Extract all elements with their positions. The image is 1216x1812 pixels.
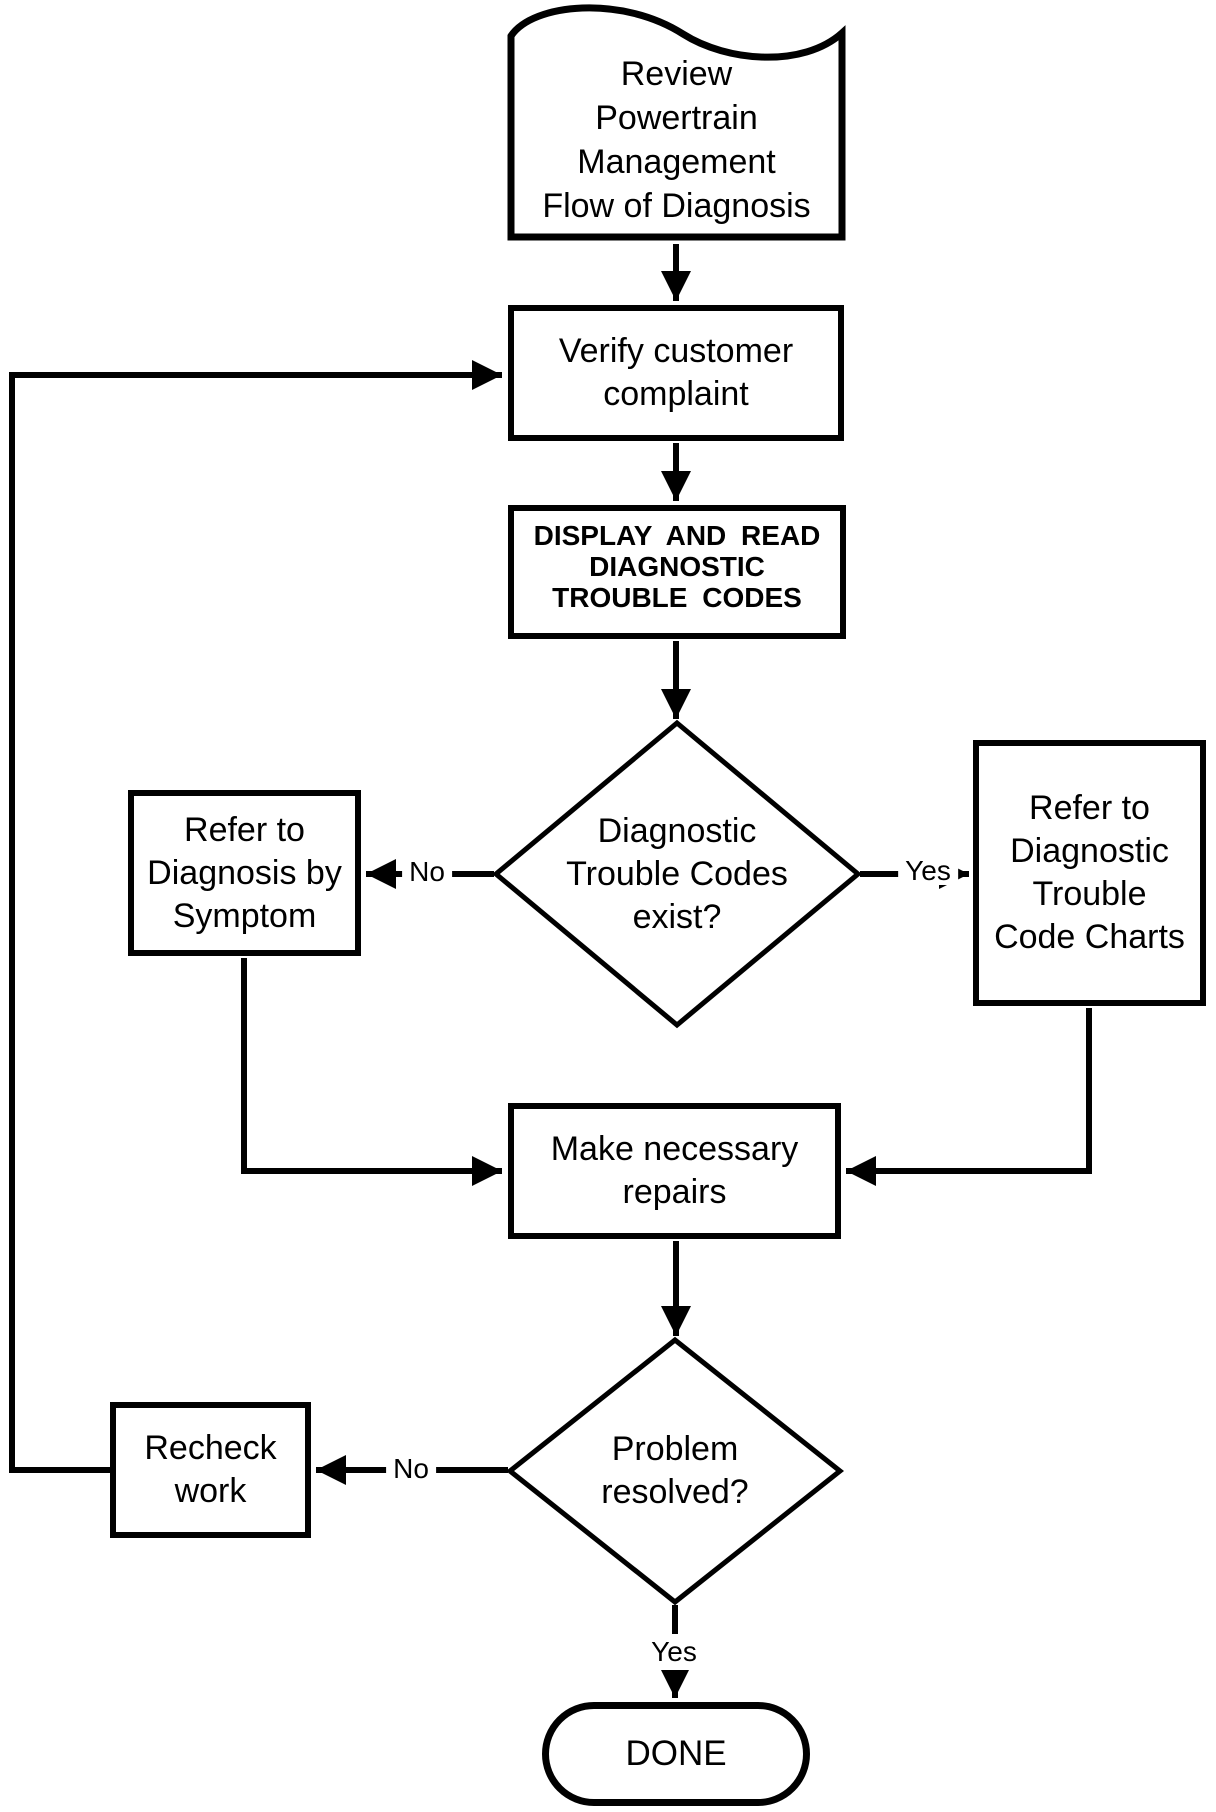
edge-label-codes-exist-no: No: [402, 858, 452, 886]
node-problem-resolved-label: Problem resolved?: [601, 1430, 749, 1511]
node-start-document-label: Review Powertrain Management Flow of Dia…: [542, 55, 811, 225]
decision-diamond-codes-exist: [492, 719, 862, 1029]
edge-label-resolved-no: No: [386, 1455, 436, 1483]
arrow-recheck-loop-to-verify: [9, 360, 502, 1473]
node-trouble-code-charts: Refer to Diagnostic Trouble Code Charts: [973, 740, 1206, 1006]
node-make-repairs: Make necessary repairs: [508, 1103, 841, 1239]
arrow-symptom-to-repairs: [241, 958, 502, 1186]
node-diagnosis-by-symptom: Refer to Diagnosis by Symptom: [128, 790, 361, 956]
decision-diamond-problem-resolved: [505, 1336, 845, 1606]
arrow-charts-to-repairs: [846, 1008, 1092, 1186]
node-done: DONE: [542, 1702, 810, 1806]
node-display-read-codes: DISPLAY AND READ DIAGNOSTIC TROUBLE CODE…: [508, 505, 846, 639]
edge-label-resolved-yes: Yes: [649, 1634, 699, 1670]
node-codes-exist-label: Diagnostic Trouble Codes exist?: [566, 811, 788, 936]
node-recheck-work: Recheck work: [110, 1402, 311, 1538]
edge-label-codes-exist-yes: Yes: [898, 857, 958, 885]
node-verify-complaint: Verify customer complaint: [508, 305, 844, 441]
document-shape: [507, 4, 846, 241]
